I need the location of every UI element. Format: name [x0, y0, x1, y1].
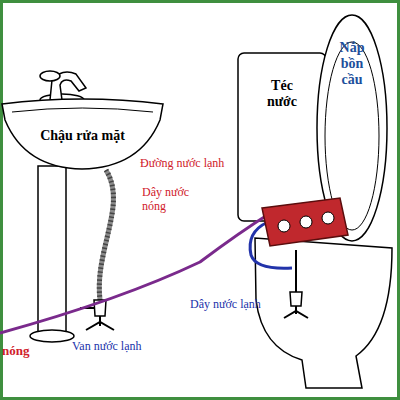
- bidet-knob: [278, 220, 290, 232]
- hot-water-hose: [0, 212, 272, 333]
- hose-label: Dây nước lạnh: [190, 298, 290, 312]
- node-title: Chậu rửa mặt: [8, 128, 158, 144]
- bidet-panel: [262, 198, 348, 246]
- sink-pedestal: [38, 166, 66, 334]
- toilet-lid: Nắp bồn cầu: [316, 14, 388, 242]
- valve-body: [94, 300, 106, 316]
- braided-hose-texture: [99, 170, 113, 300]
- toilet-supply-pipe: [295, 250, 297, 292]
- valve-handle: [86, 316, 114, 330]
- bidet-knob: [300, 216, 312, 228]
- valve-body: [290, 292, 302, 306]
- hose-label: Dây nước nóng: [142, 186, 200, 214]
- basin-rim: [12, 108, 153, 112]
- valve-pipe: [80, 307, 94, 309]
- tank-outline: [238, 53, 326, 221]
- node-title: Nắp bồn cầu: [330, 40, 374, 88]
- node-title: Téc nước: [257, 78, 307, 110]
- valve-handle: [284, 306, 308, 318]
- pipe-label: Đường nước lạnh: [140, 157, 250, 171]
- basin-outline: [2, 99, 163, 169]
- toilet-bowl: [255, 238, 392, 388]
- braided-hose: [99, 170, 113, 300]
- pedestal-base: [30, 330, 74, 342]
- faucet-knob: [40, 71, 60, 81]
- bidet-knob: [322, 212, 334, 224]
- valve-label: nóng: [2, 344, 62, 359]
- toilet-tank-outline: [237, 52, 327, 222]
- cold-water-hose: [250, 222, 292, 268]
- toilet-tank: Téc nước: [237, 52, 327, 222]
- lid-outline: [317, 15, 387, 241]
- valve-label: Van nước lạnh: [72, 340, 172, 354]
